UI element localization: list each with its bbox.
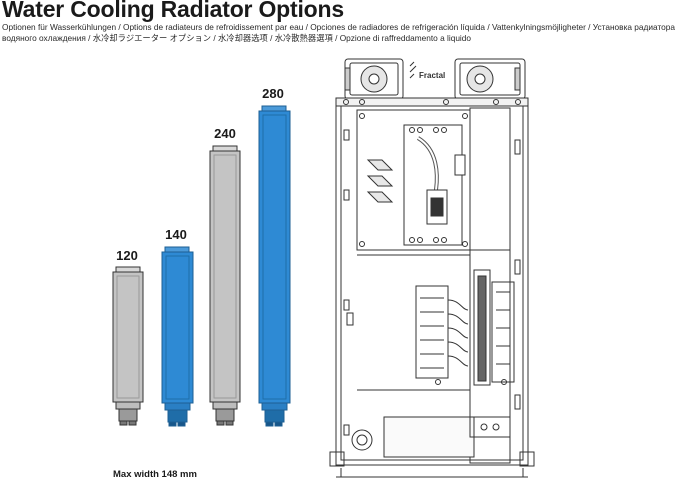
radiator-140	[161, 246, 194, 427]
radiator-label-120: 120	[116, 248, 138, 263]
top-fan-left	[344, 58, 404, 100]
radiator-label-240: 240	[214, 126, 236, 141]
case-brand-text: Fractal	[419, 71, 445, 80]
radiator-280	[258, 105, 291, 427]
multilingual-subtitle: Optionen für Wasserkühlungen / Options d…	[2, 22, 675, 43]
radiator-240	[209, 145, 241, 426]
radiator-120	[112, 266, 144, 426]
max-width-note: Max width 148 mm	[113, 469, 197, 480]
fractal-logo-icon	[409, 61, 417, 79]
radiator-label-140: 140	[165, 227, 187, 242]
pc-case-drawing: Fractal	[329, 58, 535, 478]
radiator-label-280: 280	[262, 86, 284, 101]
page-title: Water Cooling Radiator Options	[2, 0, 344, 22]
top-fan-right	[454, 58, 526, 100]
